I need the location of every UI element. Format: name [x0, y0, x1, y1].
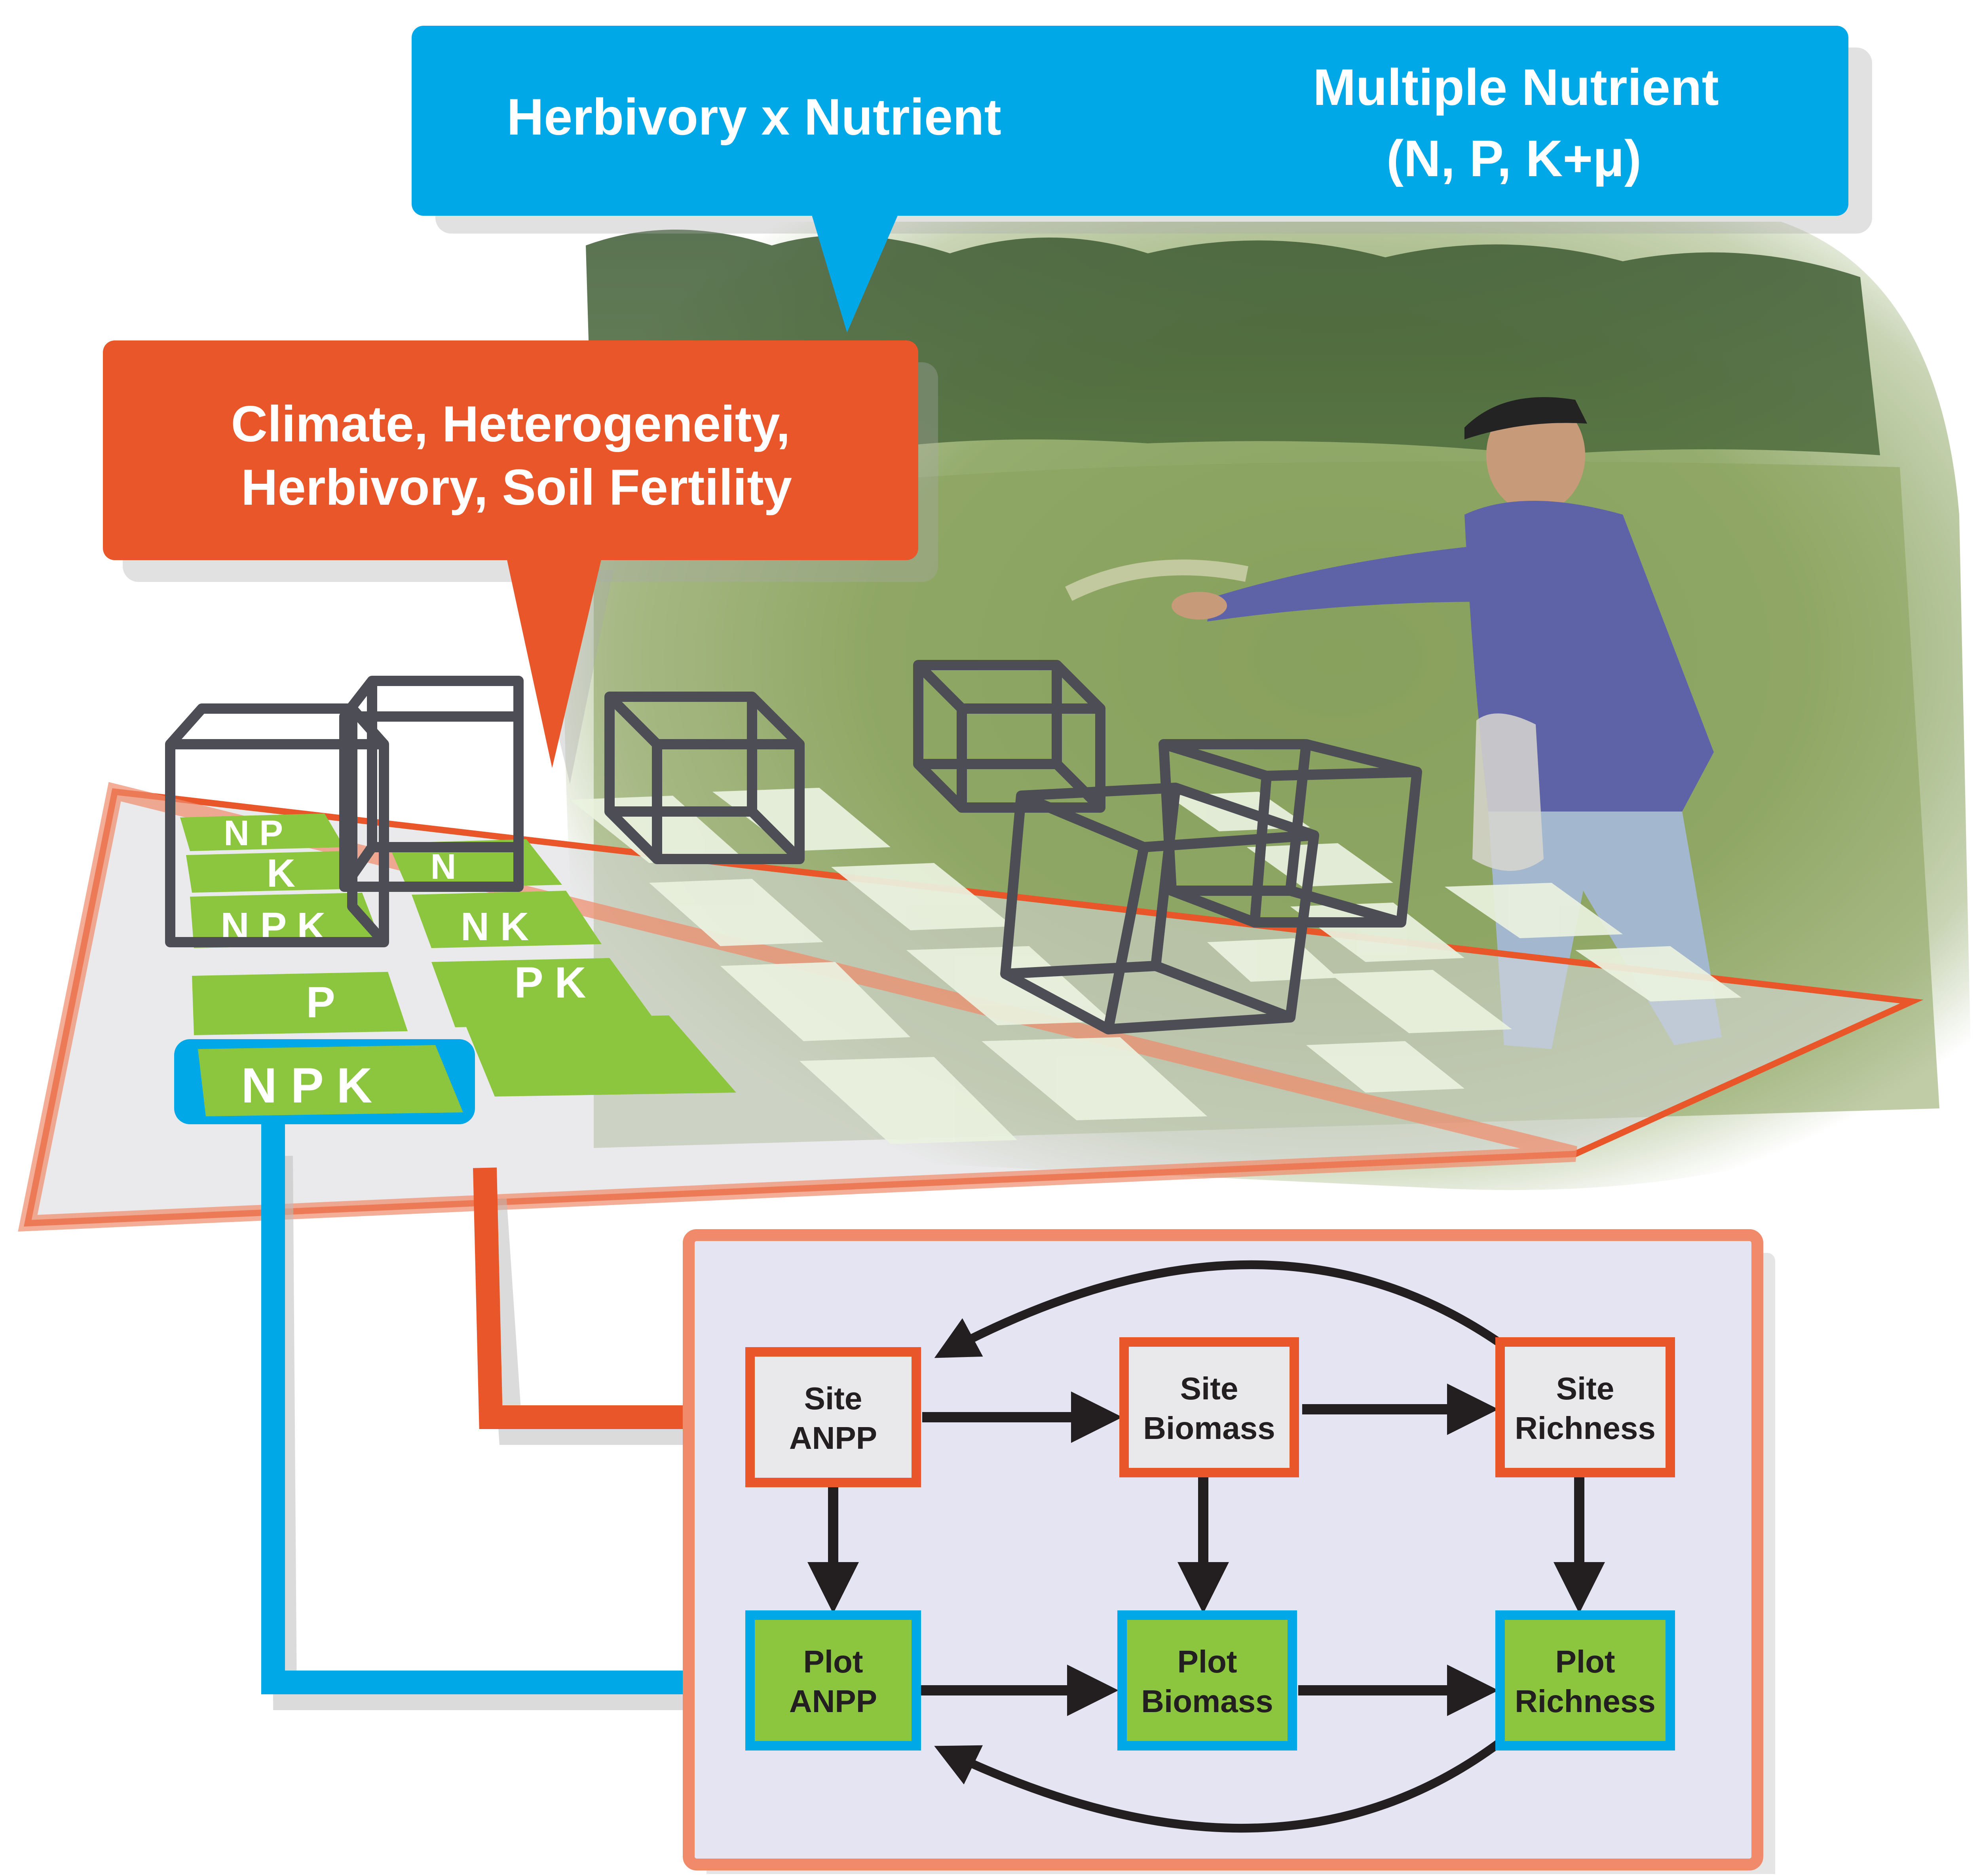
- arrow-site-richness-to-site-anpp: [934, 1260, 1507, 1358]
- site-connector: [473, 1167, 740, 1429]
- plot-connector: [261, 1124, 740, 1694]
- orange-callout-pointer: [507, 558, 602, 768]
- plot-nk: [412, 891, 602, 948]
- cage-4: [913, 660, 1105, 813]
- node-plot-biomass-line1: Plot: [1177, 1644, 1237, 1679]
- plot-label-pk: P K: [514, 958, 586, 1007]
- path-model-panel: Site ANPP Site Biomass Site Richness Plo…: [683, 1229, 1775, 1876]
- plot-label-npk-highlight: N P K: [241, 1058, 372, 1113]
- plot-label-p: P: [306, 978, 335, 1027]
- orange-callout-box: [103, 340, 918, 560]
- node-site-anpp: Site ANPP: [745, 1347, 921, 1487]
- plot-label-np: N P: [224, 814, 283, 853]
- node-site-richness-line2: Richness: [1515, 1410, 1656, 1446]
- node-plot-biomass-line2: Biomass: [1141, 1684, 1273, 1719]
- node-site-biomass: Site Biomass: [1119, 1337, 1299, 1477]
- plot-npk-top: [190, 893, 382, 948]
- arrow-plot-richness-to-plot-anpp: [934, 1726, 1519, 1833]
- plot-label-k: K: [267, 851, 295, 895]
- node-site-anpp-line2: ANPP: [789, 1420, 877, 1456]
- cage-5: [1159, 739, 1422, 928]
- node-plot-richness-line1: Plot: [1555, 1644, 1615, 1679]
- plot-k: [186, 851, 360, 893]
- connectors: [261, 1124, 748, 1710]
- cage-2: [339, 676, 524, 892]
- blue-callout-right-line1: Multiple Nutrient: [1313, 58, 1719, 116]
- node-site-biomass-line2: Biomass: [1143, 1410, 1275, 1446]
- blue-callout-left-text: Herbivory x Nutrient: [507, 88, 1001, 146]
- node-plot-richness-line2: Richness: [1515, 1684, 1656, 1719]
- node-plot-anpp-line2: ANPP: [789, 1684, 877, 1719]
- plot-label-n: N: [431, 847, 456, 887]
- herbivore-exclosure-cages: [165, 660, 1422, 1034]
- blue-callout: Herbivory x Nutrient Multiple Nutrient (…: [412, 26, 1872, 333]
- cage-3: [604, 692, 805, 864]
- blue-callout-right-line2: (N, P, K+μ): [1386, 129, 1641, 187]
- plot-np: [180, 814, 344, 851]
- model-panel-box: [683, 1229, 1763, 1870]
- orange-callout: Climate, Heterogeneity, Herbivory, Soil …: [103, 340, 938, 784]
- node-plot-biomass: Plot Biomass: [1117, 1610, 1297, 1751]
- orange-callout-line2: Herbivory, Soil Fertility: [241, 459, 792, 516]
- node-site-biomass-line1: Site: [1180, 1371, 1238, 1406]
- node-plot-anpp-line1: Plot: [803, 1644, 863, 1679]
- plot-label-nk: N K: [461, 905, 529, 949]
- plot-blank: [463, 1015, 736, 1097]
- plot-pk: [431, 958, 657, 1027]
- plot-p: [192, 972, 408, 1035]
- node-site-richness: Site Richness: [1495, 1337, 1675, 1477]
- cage-6: [1000, 783, 1319, 1034]
- node-plot-richness: Plot Richness: [1495, 1610, 1675, 1751]
- plot-grid-labeled: [174, 814, 736, 1124]
- node-plot-anpp: Plot ANPP: [745, 1610, 921, 1751]
- orange-callout-line1: Climate, Heterogeneity,: [231, 396, 790, 452]
- blue-callout-box: [412, 26, 1848, 216]
- node-site-anpp-line1: Site: [804, 1381, 862, 1416]
- blue-callout-pointer: [811, 214, 898, 333]
- node-site-richness-line1: Site: [1556, 1371, 1614, 1406]
- site-connector-shadow: [483, 1198, 748, 1445]
